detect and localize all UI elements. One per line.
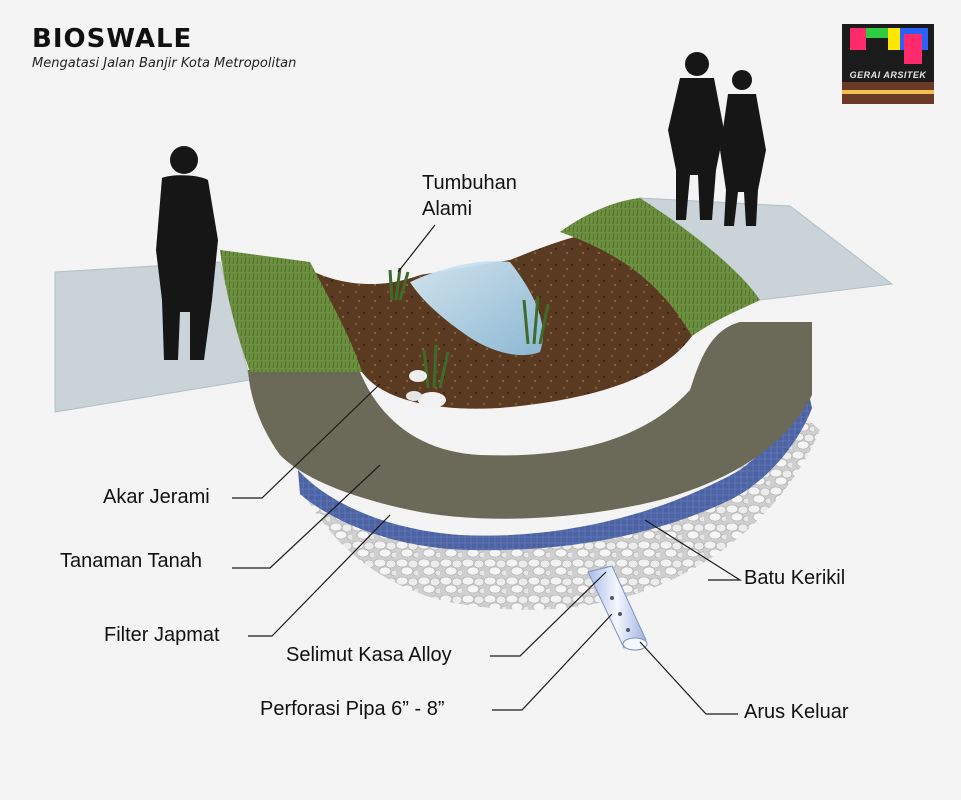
label-alloy-mesh: Selimut Kasa Alloy [286,644,452,666]
plant-clump [522,295,550,345]
leader-lines [232,224,743,715]
water-channel [410,261,543,356]
stone [409,370,427,382]
logo-text: GERAI ARSITEK [849,70,927,80]
logo-mark-icon [842,28,934,104]
label-natural-plants: Tumbuhan Alami [422,172,517,220]
plant-clump [422,344,450,389]
plant-clump [388,267,410,301]
left-grass-bank [220,250,362,372]
label-straw-roots: Akar Jerami [103,486,210,508]
page-title: BIOSWALE [32,24,193,54]
gravel-layer [300,395,820,610]
label-gravel: Batu Kerikil [744,567,846,589]
brand-logo: GERAI ARSITEK [842,24,934,104]
label-soil-plants: Tanaman Tanah [60,550,202,572]
person-silhouette-walking-man [668,52,724,220]
perforated-pipe [587,565,648,651]
label-outflow: Arus Keluar [744,701,849,723]
label-filter-japmat: Filter Japmat [104,624,220,646]
stone [418,392,446,408]
left-sidewalk [54,261,251,413]
person-silhouette-left [156,146,218,360]
page-subtitle: Mengatasi Jalan Banjir Kota Metropolitan [32,56,297,71]
right-grass-bank [560,198,760,336]
compacted-layer [248,322,812,519]
person-silhouette-walking-woman [720,70,766,226]
label-perforated-pipe: Perforasi Pipa 6” - 8” [260,698,445,720]
filter-blanket [298,390,812,551]
stone [406,391,422,401]
